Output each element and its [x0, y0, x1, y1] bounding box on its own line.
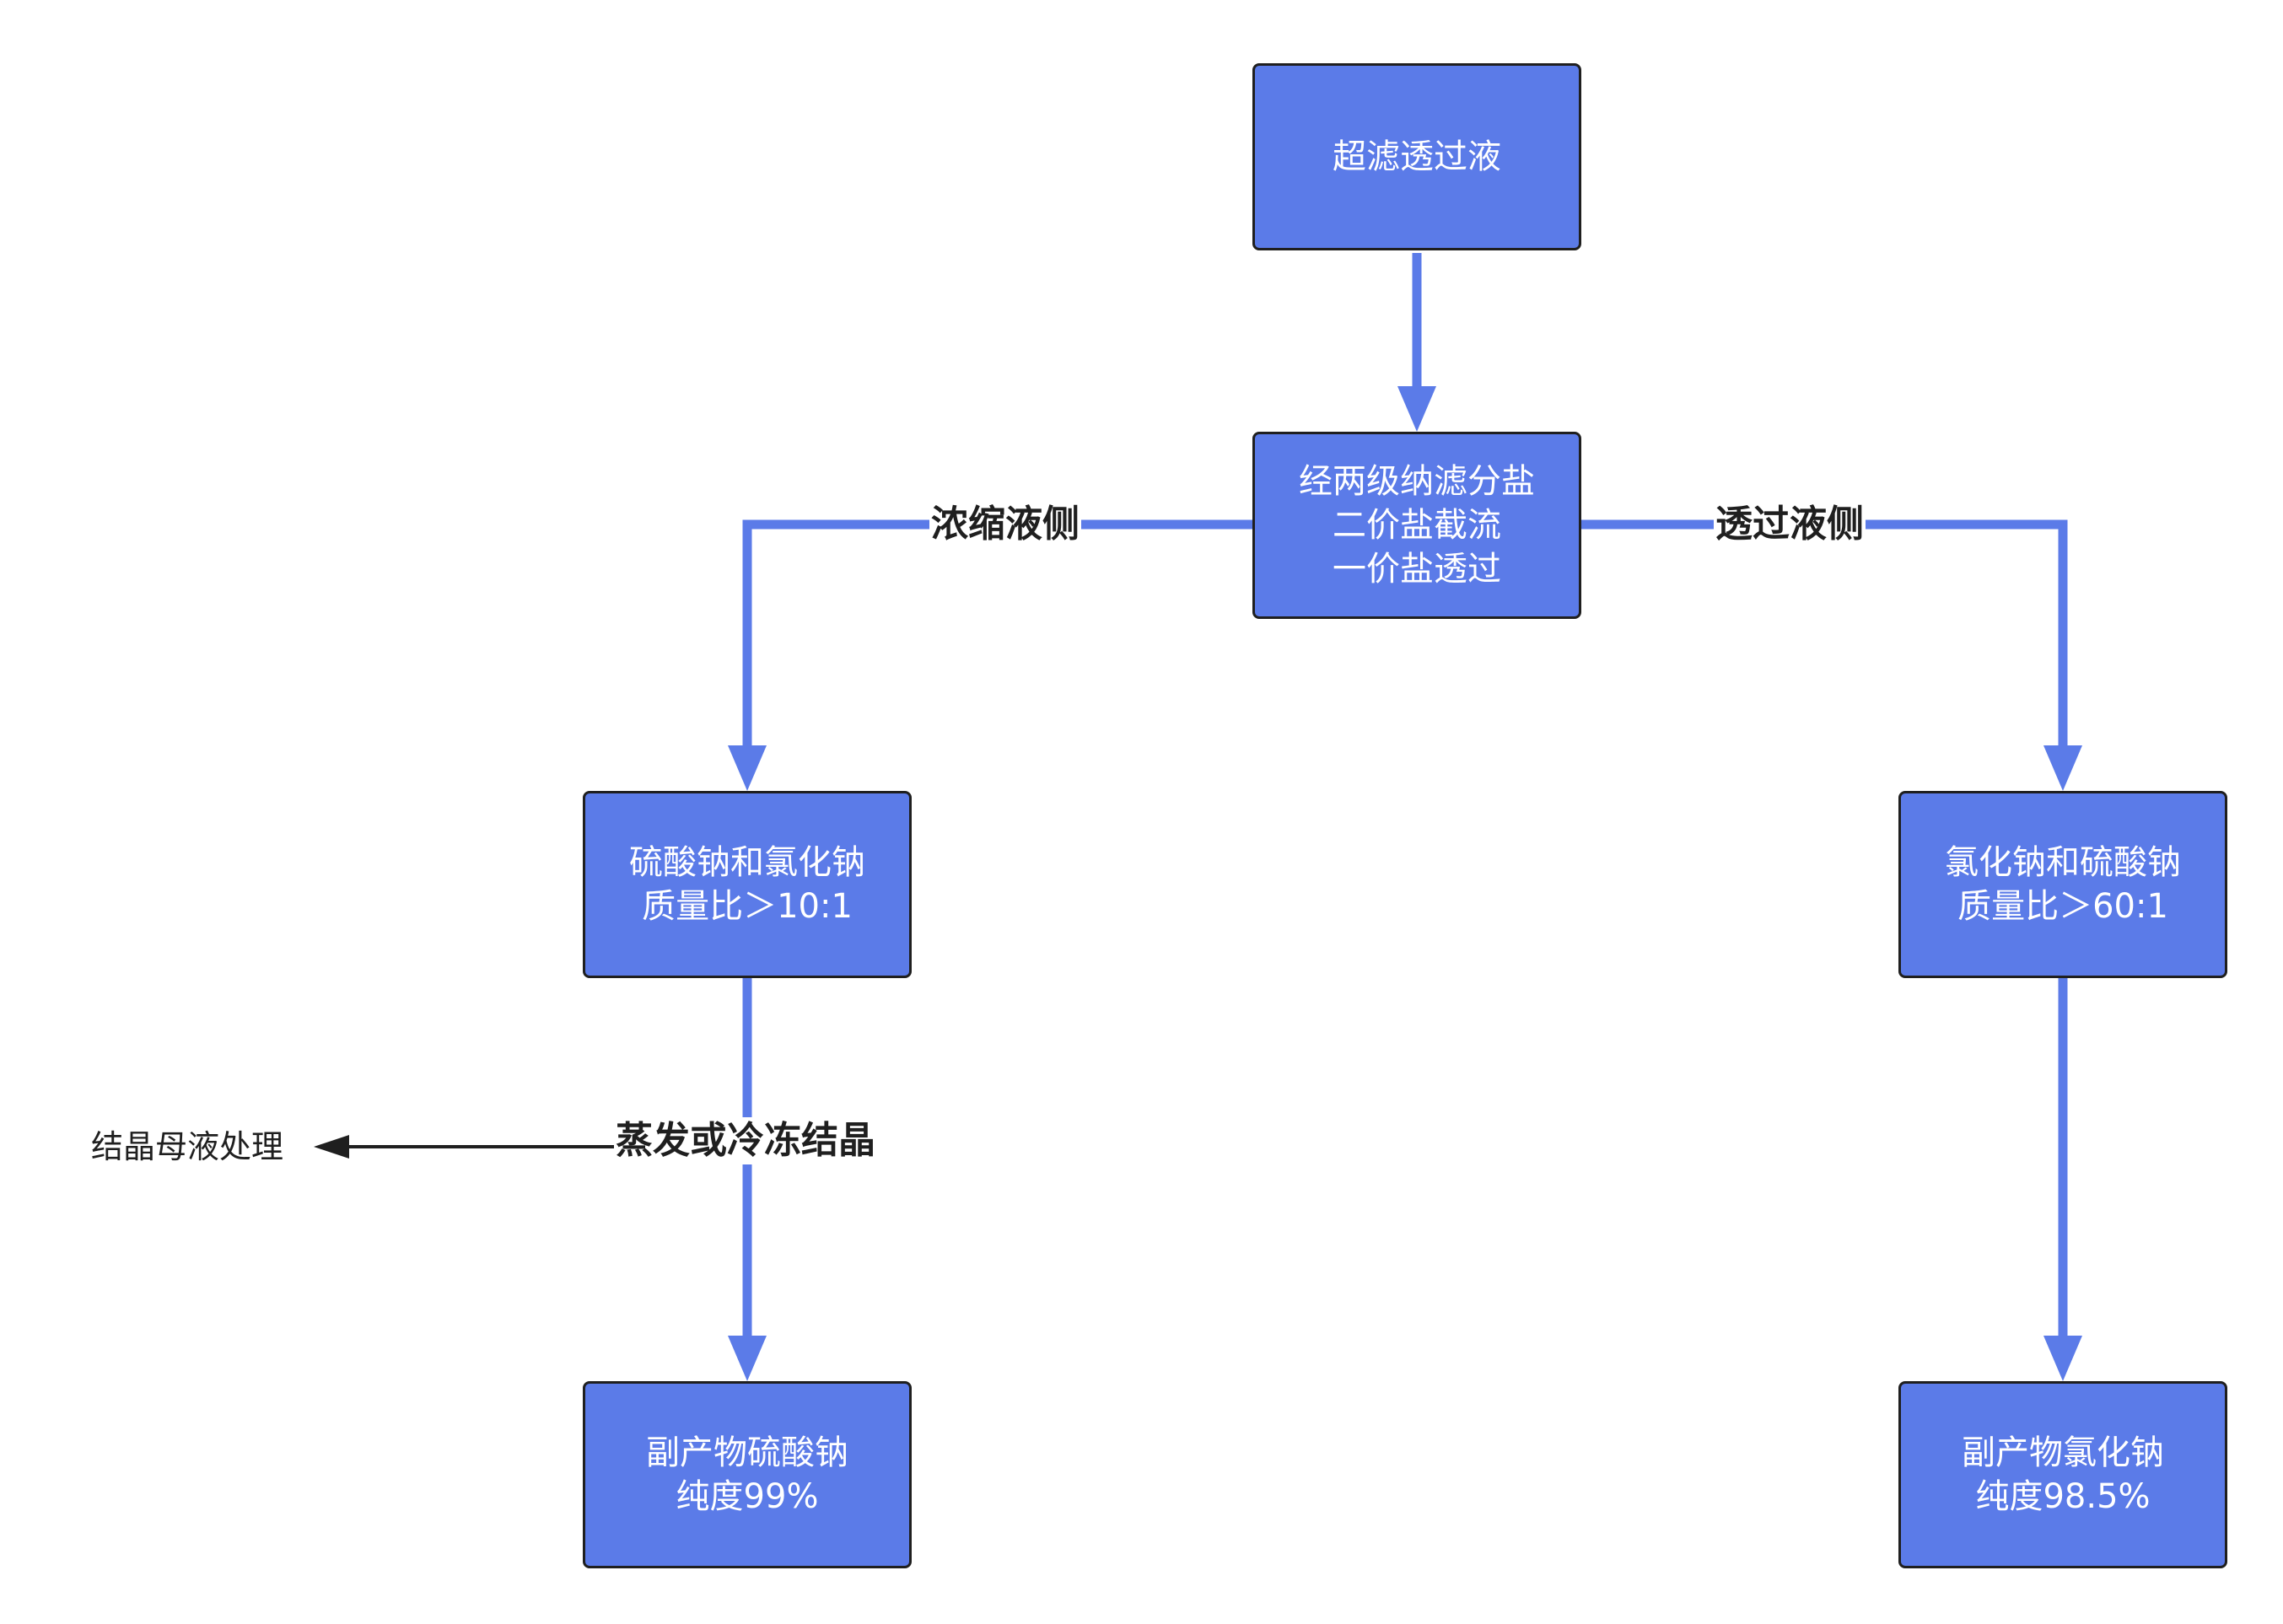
node-right-product-line-2: 纯度98.5%: [1975, 1477, 2151, 1516]
node-nanofiltration: 经两级纳滤分盐 二价盐截流 一价盐透过: [1252, 432, 1581, 619]
node-left-ratio: 硫酸钠和氯化钠 质量比＞10:1: [583, 791, 912, 978]
node-left-ratio-line-1: 硫酸钠和氯化钠: [629, 843, 865, 882]
node-left-ratio-line-2: 质量比＞10:1: [642, 887, 853, 926]
node-right-product: 副产物氯化钠 纯度98.5%: [1898, 1381, 2227, 1568]
mother-liquor-treatment-label: 结晶母液处理: [91, 1128, 284, 1165]
node-right-ratio-line-2: 质量比＞60:1: [1957, 887, 2168, 926]
arrowhead-right-product: [2043, 1336, 2082, 1381]
arrowhead-left-product: [728, 1336, 767, 1381]
node-left-product-line-2: 纯度99%: [676, 1477, 819, 1516]
node-left-product: 副产物硫酸钠 纯度99%: [583, 1381, 912, 1568]
node-left-product-line-1: 副产物硫酸钠: [646, 1433, 848, 1472]
edge-label-permeate-side: 透过液侧: [1714, 501, 1866, 548]
node-ultrafiltration-permeate: 超滤透过液: [1252, 63, 1581, 250]
edge-label-concentrate-side: 浓缩液侧: [929, 501, 1081, 548]
node-right-product-line-1: 副产物氯化钠: [1962, 1433, 2164, 1472]
edge-label-crystallization: 蒸发或冷冻结晶: [614, 1117, 877, 1164]
arrowhead-left-ratio: [728, 745, 767, 791]
node-nanofiltration-line-1: 经两级纳滤分盐: [1299, 462, 1535, 501]
node-ultrafiltration-label: 超滤透过液: [1333, 137, 1501, 176]
node-right-ratio: 氯化钠和硫酸钠 质量比＞60:1: [1898, 791, 2227, 978]
node-nanofiltration-line-3: 一价盐透过: [1333, 550, 1501, 589]
arrowhead-mother-liquor: [314, 1135, 349, 1159]
arrowhead-nanofiltration: [1397, 386, 1436, 432]
edge-nanofiltration-to-left-ratio: [742, 519, 1253, 749]
node-right-ratio-line-1: 氯化钠和硫酸钠: [1945, 843, 2181, 882]
arrowhead-right-ratio: [2043, 745, 2082, 791]
node-nanofiltration-line-2: 二价盐截流: [1333, 506, 1501, 545]
edge-nanofiltration-to-right-ratio: [1580, 519, 2068, 749]
